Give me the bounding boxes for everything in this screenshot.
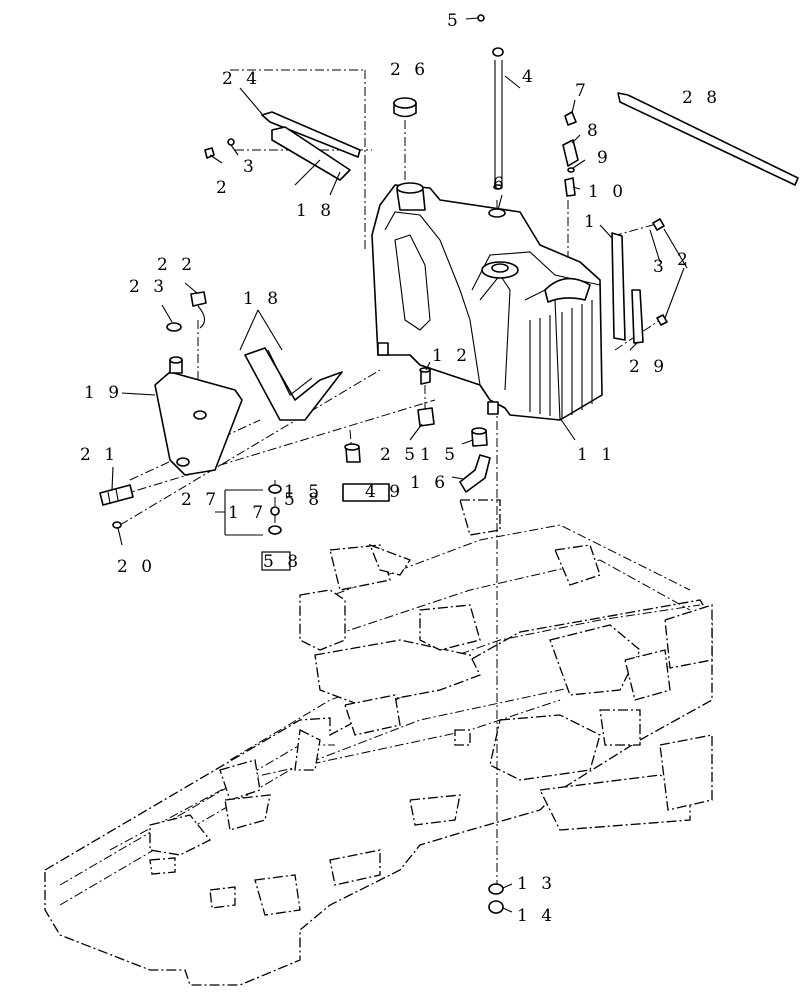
callout-3-left: 3: [243, 157, 258, 177]
leader-lines: [111, 17, 688, 913]
heat-shield-24: [261, 111, 361, 181]
reservoir-19: [154, 356, 243, 476]
callout-18-mid: 1 8: [243, 289, 282, 309]
callout-24: 2 4: [222, 69, 261, 89]
callout-20: 2 0: [117, 557, 156, 577]
callout-15-right: 1 5: [420, 445, 459, 465]
callout-16: 1 6: [410, 473, 449, 493]
clip-25: [417, 407, 435, 427]
callout-2-left: 2: [216, 178, 231, 198]
cap-26: [393, 97, 417, 118]
callout-21: 2 1: [80, 445, 119, 465]
callout-19: 1 9: [84, 383, 123, 403]
callout-10: 1 0: [588, 182, 627, 202]
callout-1: 1: [584, 212, 599, 232]
callout-29: 2 9: [629, 357, 668, 377]
bolt-2-right: [652, 218, 668, 326]
strap-bracket-1: [611, 232, 644, 344]
washer-20: [112, 521, 122, 529]
callout-6: 6: [493, 174, 508, 194]
callout-7: 7: [575, 81, 590, 101]
bushing-15-a: [344, 443, 361, 463]
heat-shield-18: [244, 347, 343, 421]
callout-58-mid: 5 8: [284, 490, 323, 510]
callout-13: 1 3: [517, 874, 556, 894]
callout-18-top: 1 8: [296, 201, 335, 221]
callout-5: 5: [447, 11, 462, 31]
callout-15-left: 1 5: [284, 482, 323, 502]
callout-14: 1 4: [517, 906, 556, 926]
callout-25: 2 5: [380, 445, 419, 465]
screw-5: [477, 14, 485, 22]
pad-49: [342, 483, 390, 502]
callout-23: 2 3: [129, 277, 168, 297]
sender-7-8-9-10: [562, 111, 579, 197]
nut-14: [488, 900, 504, 914]
dipstick-tube-4: [492, 47, 504, 190]
callout-27: 2 7: [181, 490, 220, 510]
callout-3-right: 3: [653, 257, 668, 277]
callout-9: 9: [597, 148, 612, 168]
callout-2-right: 2: [677, 250, 692, 270]
sensor-22: [190, 291, 207, 329]
callout-26: 2 6: [390, 60, 429, 80]
hardware-27-group: [215, 484, 291, 571]
chassis-frame: [44, 499, 713, 986]
callout-labels: 5 4 7 2 8 2 4 2 6 8 9 3 2 6 1 0 1 8 1 3 …: [80, 11, 721, 926]
washer-13: [488, 883, 504, 895]
bolt-12: [419, 367, 431, 385]
fitting-21: [99, 484, 134, 506]
elbow-16: [459, 454, 491, 493]
plug-23: [166, 322, 182, 332]
callout-12: 1 2: [432, 346, 471, 366]
callout-28: 2 8: [682, 88, 721, 108]
callout-49: 4 9: [365, 482, 404, 502]
grommet-6: [488, 208, 506, 218]
callout-58-box: 5 8: [263, 552, 302, 572]
callout-22: 2 2: [157, 255, 196, 275]
bushing-15-b: [471, 427, 488, 447]
callout-4: 4: [522, 67, 537, 87]
fuel-tank: [371, 182, 603, 421]
strap-28: [617, 92, 799, 186]
callout-17: 1 7: [228, 503, 267, 523]
callout-11: 1 1: [577, 445, 616, 465]
callout-8: 8: [587, 121, 602, 141]
bolt-2-left: [204, 138, 235, 159]
